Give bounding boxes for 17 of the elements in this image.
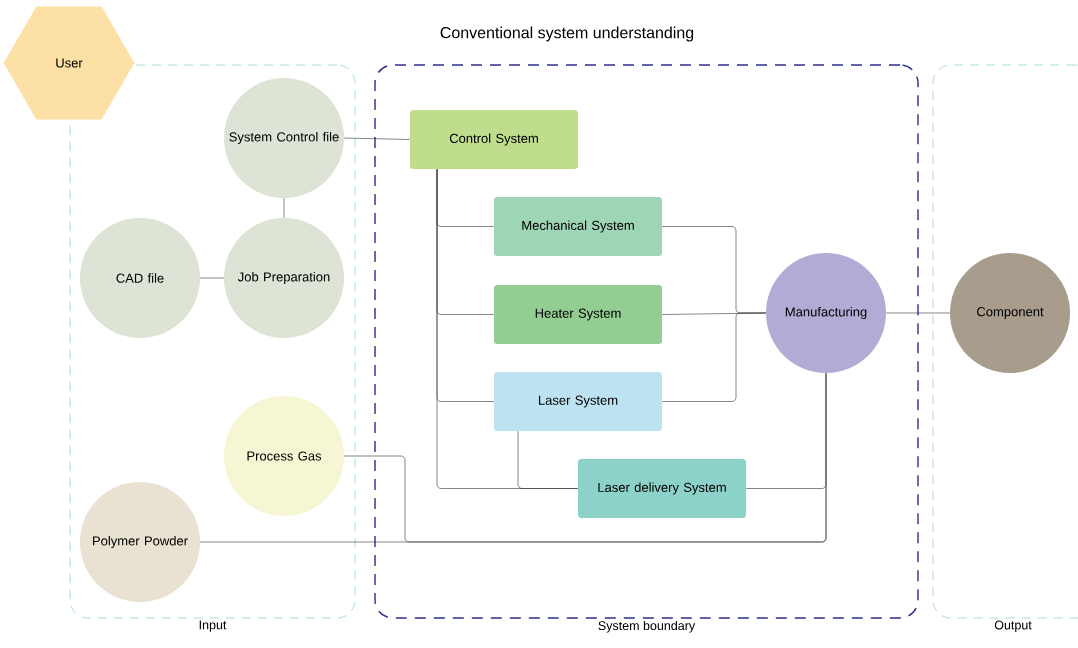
- connector-line: [283, 197, 285, 219]
- user-hexagon: User: [3, 6, 135, 120]
- connector-line: [199, 372, 827, 543]
- system-box: Laser delivery System: [578, 459, 746, 518]
- node-label: Output: [994, 620, 1032, 632]
- system-box: Laser System: [494, 372, 662, 431]
- node-label: Input: [199, 620, 227, 632]
- connector-line: [199, 277, 225, 279]
- node-label: System boundary: [598, 620, 696, 633]
- connector-line: [517, 430, 579, 489]
- system-box: Heater System: [494, 285, 662, 344]
- connector-line: [343, 137, 411, 140]
- connector-line: [661, 312, 767, 402]
- system-box: Mechanical System: [494, 197, 662, 256]
- connector-line: [885, 312, 951, 314]
- title: Conventional system understanding: [440, 26, 694, 42]
- system-box: Control System: [410, 110, 578, 169]
